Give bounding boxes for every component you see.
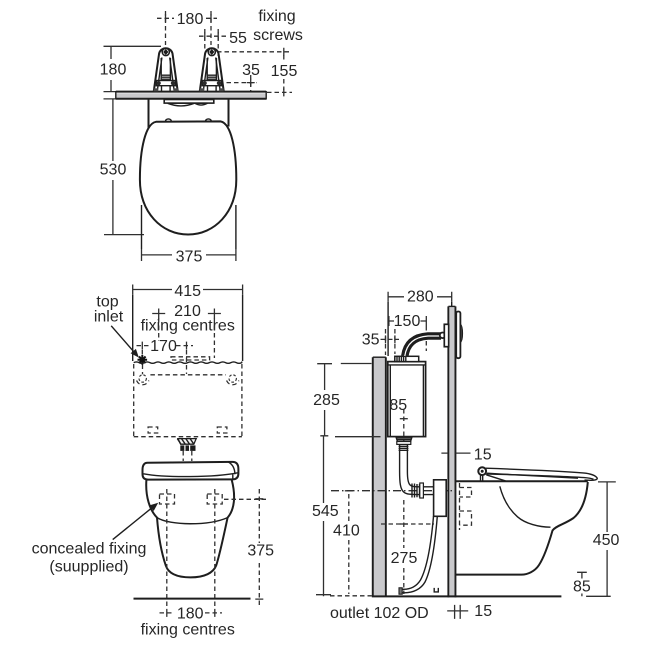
svg-text:170: 170 [150,338,177,355]
svg-text:85: 85 [573,579,591,596]
svg-text:fixing centres: fixing centres [141,621,235,638]
svg-text:450: 450 [593,532,620,549]
svg-text:fixing centres: fixing centres [141,318,235,335]
svg-text:285: 285 [313,392,340,409]
svg-text:545: 545 [312,503,339,520]
svg-text:180: 180 [100,62,127,79]
svg-text:415: 415 [174,283,201,300]
svg-text:15: 15 [474,603,492,620]
svg-text:280: 280 [407,289,434,306]
svg-text:(suupplied): (suupplied) [49,559,128,576]
svg-text:150: 150 [394,313,421,330]
svg-text:275: 275 [391,550,418,567]
svg-text:outlet 102 OD: outlet 102 OD [330,605,429,622]
svg-text:180: 180 [177,11,204,28]
svg-text:375: 375 [176,249,203,266]
svg-text:35: 35 [242,62,260,79]
svg-text:concealed fixing: concealed fixing [32,541,147,558]
svg-text:155: 155 [271,63,298,80]
svg-text:screws: screws [253,27,303,44]
svg-text:85: 85 [389,397,407,414]
svg-text:inlet: inlet [94,309,124,326]
svg-text:375: 375 [247,543,274,560]
svg-text:410: 410 [333,522,360,539]
svg-text:fixing: fixing [258,8,295,25]
svg-text:530: 530 [100,162,127,179]
svg-text:35: 35 [362,331,380,348]
svg-text:15: 15 [474,447,492,464]
svg-text:210: 210 [174,303,201,320]
svg-text:top: top [96,294,118,311]
svg-text:180: 180 [177,605,204,622]
svg-text:55: 55 [229,30,247,47]
